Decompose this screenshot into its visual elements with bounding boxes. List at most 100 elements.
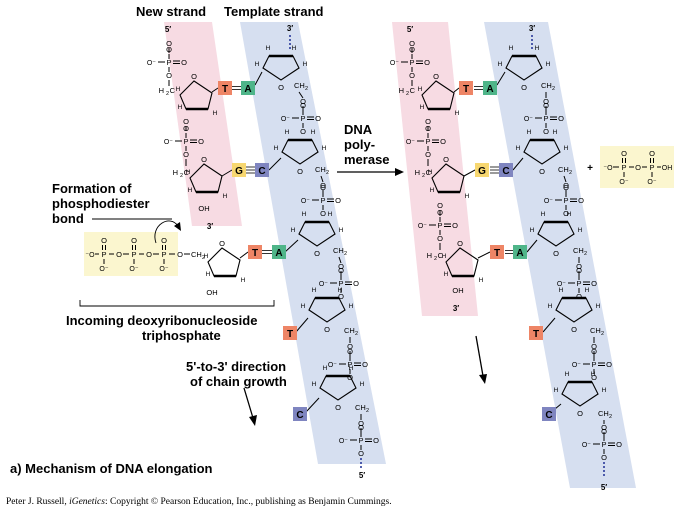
ch2-label: CH [315,165,326,174]
r-new-phosphate-3-o-top: O [437,208,443,217]
r-new-phosphate-1-o-double: O [424,58,430,67]
h-label: H [554,387,559,394]
formation-label-line2: phosphodiester [52,196,150,211]
h-label: H [516,145,521,152]
deoxyribose-ring [523,139,561,165]
template-5prime-left: 5′ [359,471,365,480]
r-tpl-phosphate-2-o-double: O [578,196,584,205]
tpl-phosphate-3-o-top: O [338,266,344,275]
base-a-right-2 [513,245,527,259]
base-a-left-2-letter: A [275,248,282,259]
h-label: H [455,110,460,117]
h-label: H [596,303,601,310]
base-c-right-3 [542,407,556,421]
subscript-2: 2 [166,91,169,97]
tp-3-o-top: O [161,236,167,245]
pp-2-o-top: O [649,149,655,158]
h-label: H [559,287,564,294]
ring-oxygen: O [201,155,207,164]
ch2-label: CH [590,326,601,335]
subscript-2: 2 [434,256,437,262]
ring-oxygen: O [191,72,197,81]
subscript-2: 2 [584,251,587,257]
r-new-phosphate-3-o-bottom: O [437,234,443,243]
subscript-2: 2 [344,251,347,257]
new-phosphate-1-ominus: O⁻ [147,60,156,67]
tpl-phosphate-2-ominus: O⁻ [301,198,310,205]
pyrophosphate-box [600,146,674,188]
tp-terminal-ominus: ⁻O [85,252,95,259]
tp-2-o-top: O [131,236,137,245]
base-t-right-3-letter: T [533,329,539,340]
o-3prime: O [437,201,443,210]
o-label: O [320,181,326,190]
h-label: H [176,86,181,93]
r-tpl-phosphate-4-p: P [591,360,596,369]
subscript-2: 2 [422,173,425,179]
subscript-2: 2 [180,173,183,179]
h-label: H [188,187,193,194]
h-label: H [241,277,246,284]
h-label: H [578,227,583,234]
bond-line [338,256,342,264]
tp-bridge-o: O [177,250,183,259]
h-label: H [323,365,328,372]
h-label: H [349,303,354,310]
deoxyribose-ring [555,297,593,323]
h-label: H [418,86,423,93]
tpl-phosphate-4-ominus: O⁻ [328,362,337,369]
h-label: H [541,211,546,218]
pp-1-o-top: O [621,149,627,158]
r-tpl-phosphate-2-p: P [563,196,568,205]
template-5prime-right: 5′ [601,483,607,492]
tpl-phosphate-5-p: P [358,436,363,445]
r-tpl-phosphate-5-ominus: O⁻ [582,442,591,449]
pp-terminal-ominus: ⁻O [603,165,613,172]
ring-oxygen: O [521,83,527,92]
tpl-phosphate-1-o-bottom: O [300,127,306,136]
glycosidic-bond [453,87,460,93]
r-tpl-phosphate-2-ominus: O⁻ [544,198,553,205]
tp-1-o-top: O [101,236,107,245]
subscript-2: 2 [202,255,205,261]
growth-arrow-left [243,387,254,419]
h-label: H [567,211,572,218]
credit-title: iGenetics [69,497,105,507]
ring-oxygen: O [571,325,577,334]
glycosidic-bond [512,157,524,171]
r-new-phosphate-3-o-double: O [452,221,458,230]
base-c-right-3-letter: C [545,410,552,421]
base-a-right-1 [483,81,497,95]
subscript-2: 2 [366,408,369,414]
h-label: H [428,169,433,176]
dna-polymerase-label-line3: merase [344,152,390,167]
ch2-label: CH [191,250,202,259]
h2c-label: H [415,168,420,177]
r-new-phosphate-1-o-top: O [409,45,415,54]
base-t-right-1 [459,81,473,95]
o-label: O [338,262,344,271]
new-strand-5prime-right: 5′ [407,25,413,34]
h2c-label-c: C [184,168,190,177]
new-strand-5prime-left: 5′ [165,25,171,34]
o-label: O [563,181,569,190]
deoxyribose-ring [189,163,223,193]
deoxyribose-ring [421,80,455,110]
figure-credit: Peter J. Russell, iGenetics: Copyright ©… [6,497,392,507]
triphosphate-box [84,232,178,276]
base-t-right-2-letter: T [494,248,500,259]
r-tpl-phosphate-1-o-double: O [558,114,564,123]
glycosidic-bond [295,317,309,333]
r-new-phosphate-1-ominus: O⁻ [390,60,399,67]
o-label: O [601,423,607,432]
r-tpl-phosphate-3-o-bottom: O [576,292,582,301]
growth-arrow-left-head [249,415,257,426]
new-phosphate-2-ominus: O⁻ [164,139,173,146]
h-label: H [479,277,484,284]
h-label: H [585,287,590,294]
deoxyribose-ring [505,55,543,81]
tpl-phosphate-2-o-bottom: O [320,209,326,218]
r-tpl-phosphate-2-o-bottom: O [563,209,569,218]
r-tpl-phosphate-5-o-top: O [601,427,607,436]
